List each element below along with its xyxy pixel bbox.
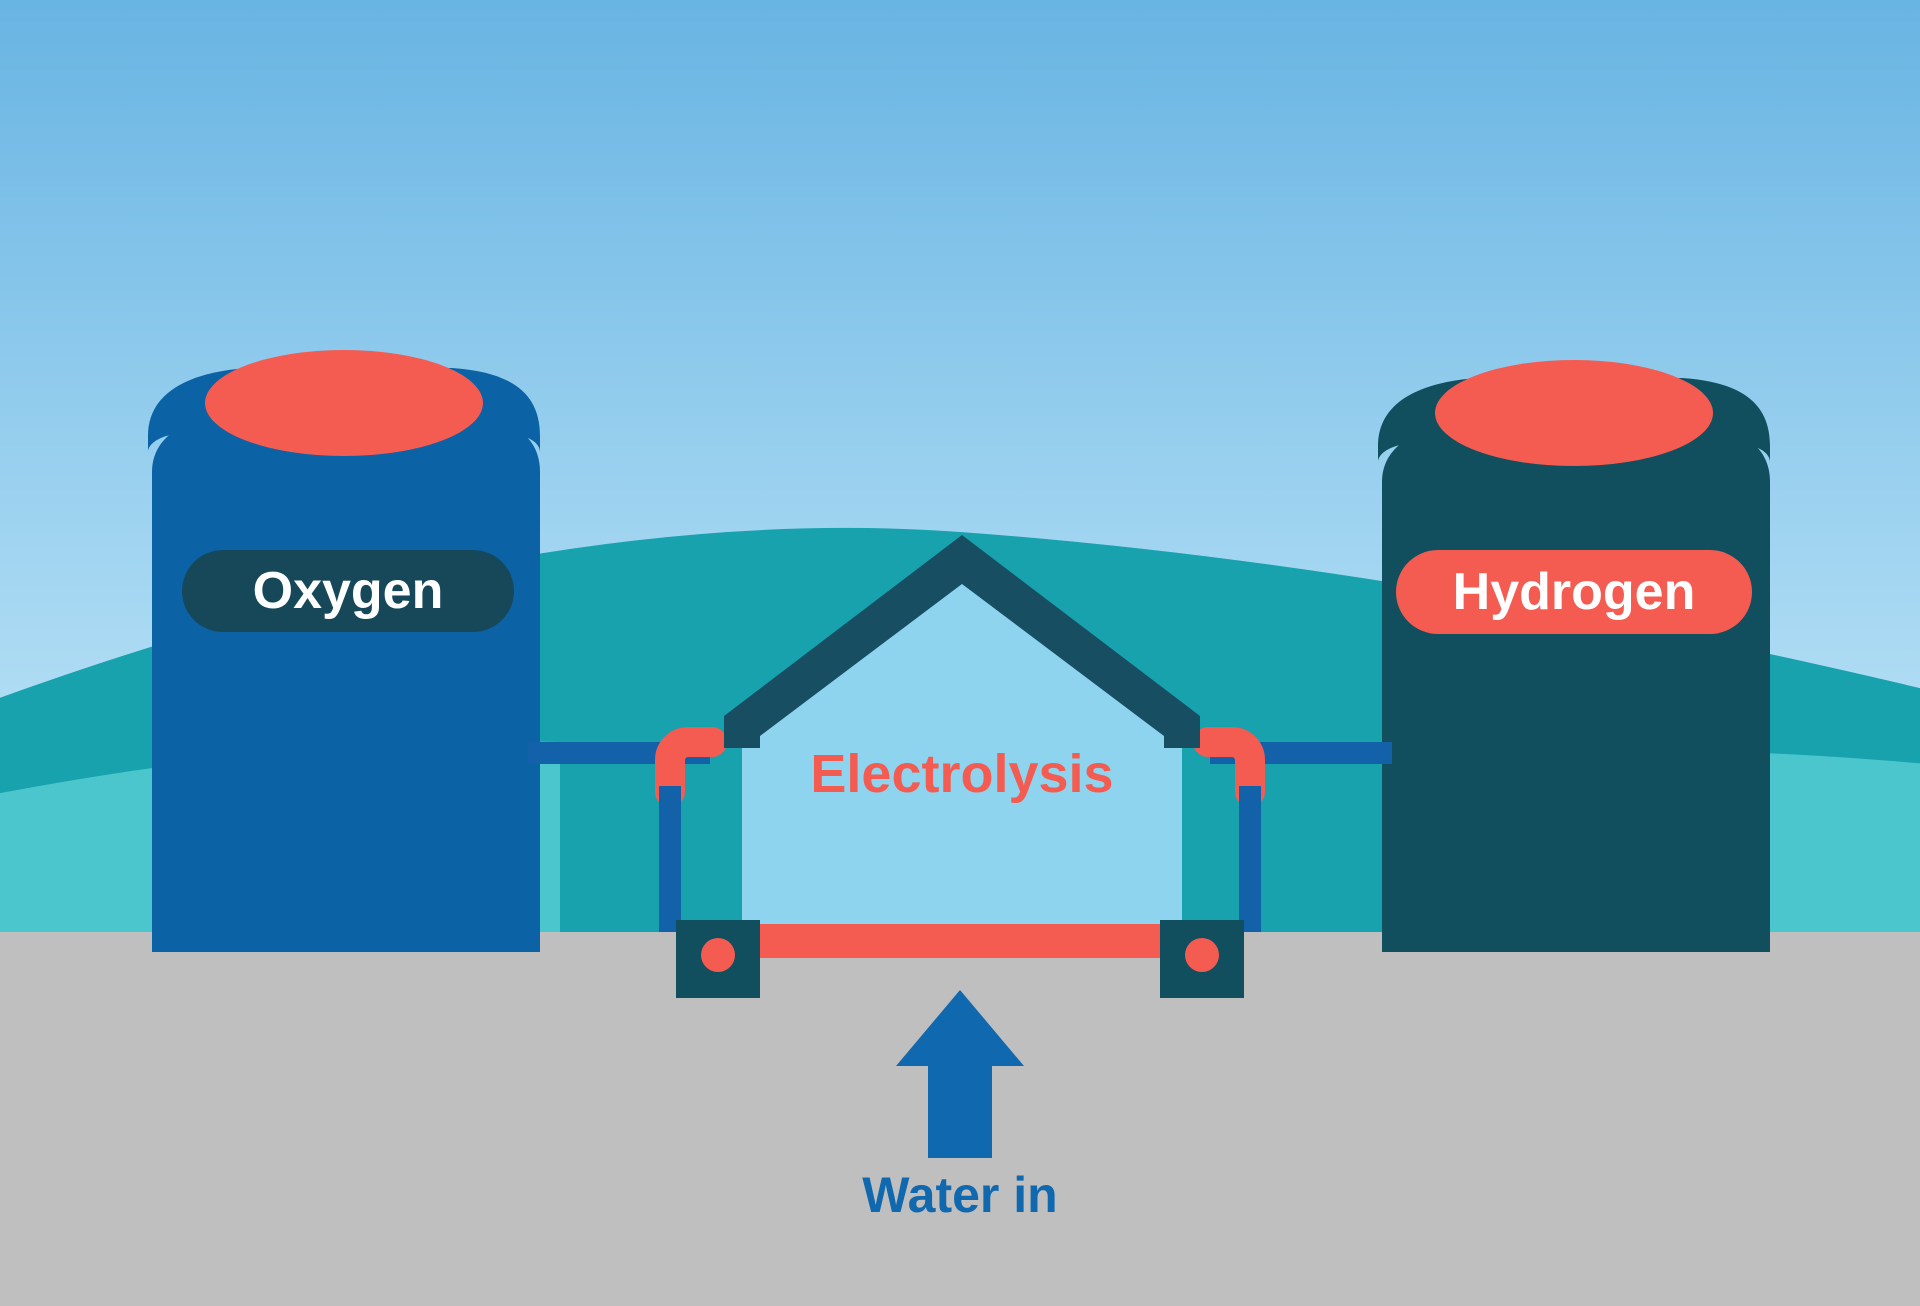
oxygen-tank[interactable]: Oxygen (148, 350, 540, 952)
electrolysis-base-pipe (680, 924, 1240, 958)
left-valve-indicator (701, 938, 735, 972)
right-valve-box[interactable] (1160, 920, 1244, 998)
left-valve-box[interactable] (676, 920, 760, 998)
water-in-label: Water in (862, 1167, 1057, 1223)
hydrogen-pipe-vertical (1239, 786, 1261, 932)
house-roof (724, 535, 1200, 748)
hydrogen-label: Hydrogen (1453, 563, 1696, 621)
oxygen-label-pill (182, 550, 514, 632)
oxygen-tank-lid (205, 350, 483, 456)
hydrogen-tank-lid (1435, 360, 1713, 466)
left-elbow-icon (655, 727, 727, 807)
hydrogen-tank-body (1382, 420, 1770, 952)
oxygen-pipe-vertical (659, 786, 681, 932)
electrolysis-house[interactable]: Electrolysis (724, 535, 1200, 935)
hydrogen-tank[interactable]: Hydrogen (1378, 360, 1770, 952)
electrolysis-label: Electrolysis (810, 744, 1113, 804)
oxygen-tank-body (152, 410, 540, 952)
right-elbow-icon (1193, 727, 1265, 807)
water-arrow-up-icon (896, 990, 1024, 1158)
oxygen-label: Oxygen (253, 562, 444, 620)
hydrogen-label-pill (1396, 550, 1752, 634)
right-valve-indicator (1185, 938, 1219, 972)
